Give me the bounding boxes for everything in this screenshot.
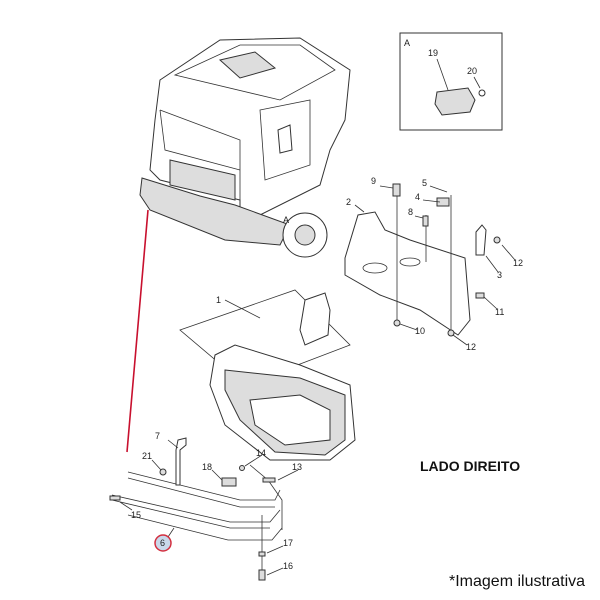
callout-7: 7 [155, 431, 160, 441]
screw-8 [422, 215, 429, 227]
callout-12: 12 [513, 258, 523, 268]
callout-19: 19 [428, 48, 438, 58]
callout-20: 20 [467, 66, 477, 76]
lamp-mount [299, 292, 331, 346]
callout-5: 5 [422, 178, 427, 188]
detail-inset-a: A 19 20 [399, 32, 503, 131]
location-pointer-line [126, 209, 149, 453]
bolt-9 [392, 183, 401, 197]
headlamp-bracket: 9 5 4 8 2 12 3 11 10 12 [344, 176, 523, 352]
callout-4: 4 [415, 192, 420, 202]
view-marker-a: A [283, 215, 289, 225]
callout-6: 6 [160, 538, 165, 548]
callout-9: 9 [371, 176, 376, 186]
callout-2: 2 [346, 197, 351, 207]
callout-14: 14 [256, 448, 266, 458]
side-label: LADO DIREITO [420, 458, 521, 474]
callout-8: 8 [408, 207, 413, 217]
callout-13: 13 [292, 462, 302, 472]
bracket-7 [175, 437, 187, 486]
truck-cab: A [139, 37, 351, 258]
callout-11: 11 [495, 307, 504, 317]
callout-12b: 12 [466, 342, 476, 352]
callout-10: 10 [415, 326, 425, 336]
callout-3: 3 [497, 270, 502, 280]
headlamp-assembly: 1 [179, 289, 356, 461]
inset-letter: A [404, 38, 410, 48]
callout-1: 1 [216, 295, 221, 305]
clip-18 [221, 477, 237, 487]
callout-18: 18 [202, 462, 212, 472]
nut [478, 89, 486, 97]
marker-lamp [434, 87, 476, 116]
callout-15: 15 [131, 510, 141, 520]
illustrative-note: *Imagem ilustrativa [449, 573, 586, 590]
mirror [277, 124, 293, 154]
highlighted-part-marker[interactable] [154, 534, 172, 552]
hook-3 [475, 224, 487, 256]
callout-21: 21 [142, 451, 152, 461]
callout-16: 16 [283, 561, 293, 571]
headlamp-guard: 7 21 18 14 13 15 17 16 6 [109, 431, 302, 581]
callout-17: 17 [283, 538, 293, 548]
